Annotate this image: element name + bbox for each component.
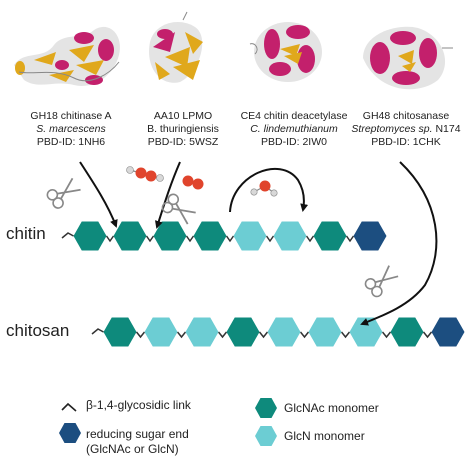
- glcnac-hexagon: [73, 221, 107, 251]
- glcn-hexagon: [267, 317, 301, 347]
- glcnac-hexagon: [226, 317, 260, 347]
- glcnac-hexagon: [113, 221, 147, 251]
- enzyme-species: Streptomyces sp. N174: [351, 123, 461, 135]
- glcn-hexagon: [144, 317, 178, 347]
- glcn-hexagon: [273, 221, 307, 251]
- chitin-label: chitin: [6, 224, 46, 243]
- glcn-hexagon: [233, 221, 267, 251]
- legend-glcn-hexagon: [255, 426, 277, 446]
- glcn-hexagon: [185, 317, 219, 347]
- chitin-chain: [61, 221, 387, 251]
- chitosan-label: chitosan: [6, 321, 70, 340]
- protein-structure-2iw0-icon: [249, 22, 322, 82]
- legend-reducing-label: reducing sugar end (GlcNAc or GlcN): [86, 427, 189, 456]
- legend-glcnac-label: GlcNAc monomer: [284, 401, 379, 415]
- enzyme-pdb: PBD-ID: 1CHK: [371, 136, 441, 148]
- enzyme-label-ce4: CE4 chitin deacetylase C. lindemuthianum…: [229, 110, 359, 149]
- glycosidic-link: [91, 328, 433, 339]
- enzyme-pdb: PBD-ID: 1NH6: [36, 136, 106, 148]
- glcnac-hexagon: [153, 221, 187, 251]
- legend-link-label: β-1,4-glycosidic link: [86, 398, 191, 412]
- enzyme-pdb: PBD-ID: 5WSZ: [147, 136, 219, 148]
- reducing-end-hexagon: [353, 221, 387, 251]
- enzyme-name: GH48 chitosanase: [362, 110, 450, 122]
- protein-structure-1chk-icon: [363, 26, 453, 90]
- scissors-icon: [46, 177, 81, 209]
- water-molecule-icon: [250, 180, 278, 197]
- glcnac-hexagon: [193, 221, 227, 251]
- legend-reducing-hexagon: [59, 423, 81, 443]
- scissors-icon: [161, 193, 196, 225]
- legend-glcnac-hexagon: [255, 398, 277, 418]
- enzyme-name: CE4 chitin deacetylase: [240, 110, 348, 122]
- scissors-icon: [364, 265, 399, 298]
- glcn-hexagon: [308, 317, 342, 347]
- protein-structure-1nh6-icon: [14, 26, 120, 86]
- protein-structure-5wsz-icon: [149, 11, 203, 83]
- enzyme-label-gh18: GH18 chitinase A S. marcescens PBD-ID: 1…: [12, 110, 130, 149]
- enzyme-species: C. lindemuthianum: [250, 123, 338, 135]
- reducing-end-hexagon: [431, 317, 465, 347]
- glcnac-hexagon: [313, 221, 347, 251]
- glcn-hexagon: [349, 317, 383, 347]
- enzyme-label-aa10: AA10 LPMO B. thuringiensis PBD-ID: 5WSZ: [124, 110, 242, 149]
- arrow-aa10: [155, 161, 181, 229]
- enzyme-name: GH18 chitinase A: [30, 110, 112, 122]
- enzyme-label-gh48: GH48 chitosanase Streptomyces sp. N174 P…: [340, 110, 472, 149]
- glycosidic-link: [61, 232, 355, 243]
- enzyme-pdb: PBD-ID: 2IW0: [261, 136, 327, 148]
- arrow-ce4: [229, 168, 309, 213]
- oxygen-molecule-icon: [126, 166, 164, 182]
- arrow-gh48: [360, 161, 438, 326]
- legend-link-glyph: [61, 402, 77, 412]
- legend-glcn-label: GlcN monomer: [284, 429, 365, 443]
- oxygen-molecule-icon: [182, 175, 204, 190]
- enzyme-species: S. marcescens: [36, 123, 106, 135]
- chitosan-chain: [91, 317, 465, 347]
- glcnac-hexagon: [390, 317, 424, 347]
- enzyme-species: B. thuringiensis: [147, 123, 219, 135]
- glcnac-hexagon: [103, 317, 137, 347]
- arrow-gh18: [79, 161, 118, 228]
- enzyme-name: AA10 LPMO: [153, 110, 213, 122]
